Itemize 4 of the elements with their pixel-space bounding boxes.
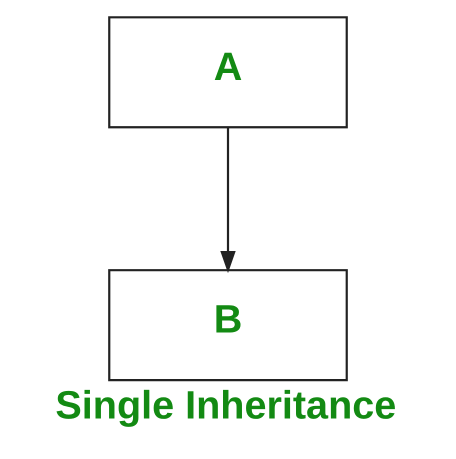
node-box: A xyxy=(108,16,348,128)
arrow xyxy=(220,128,236,274)
caption: Single Inheritance xyxy=(55,383,396,428)
node-box: B xyxy=(108,269,348,382)
